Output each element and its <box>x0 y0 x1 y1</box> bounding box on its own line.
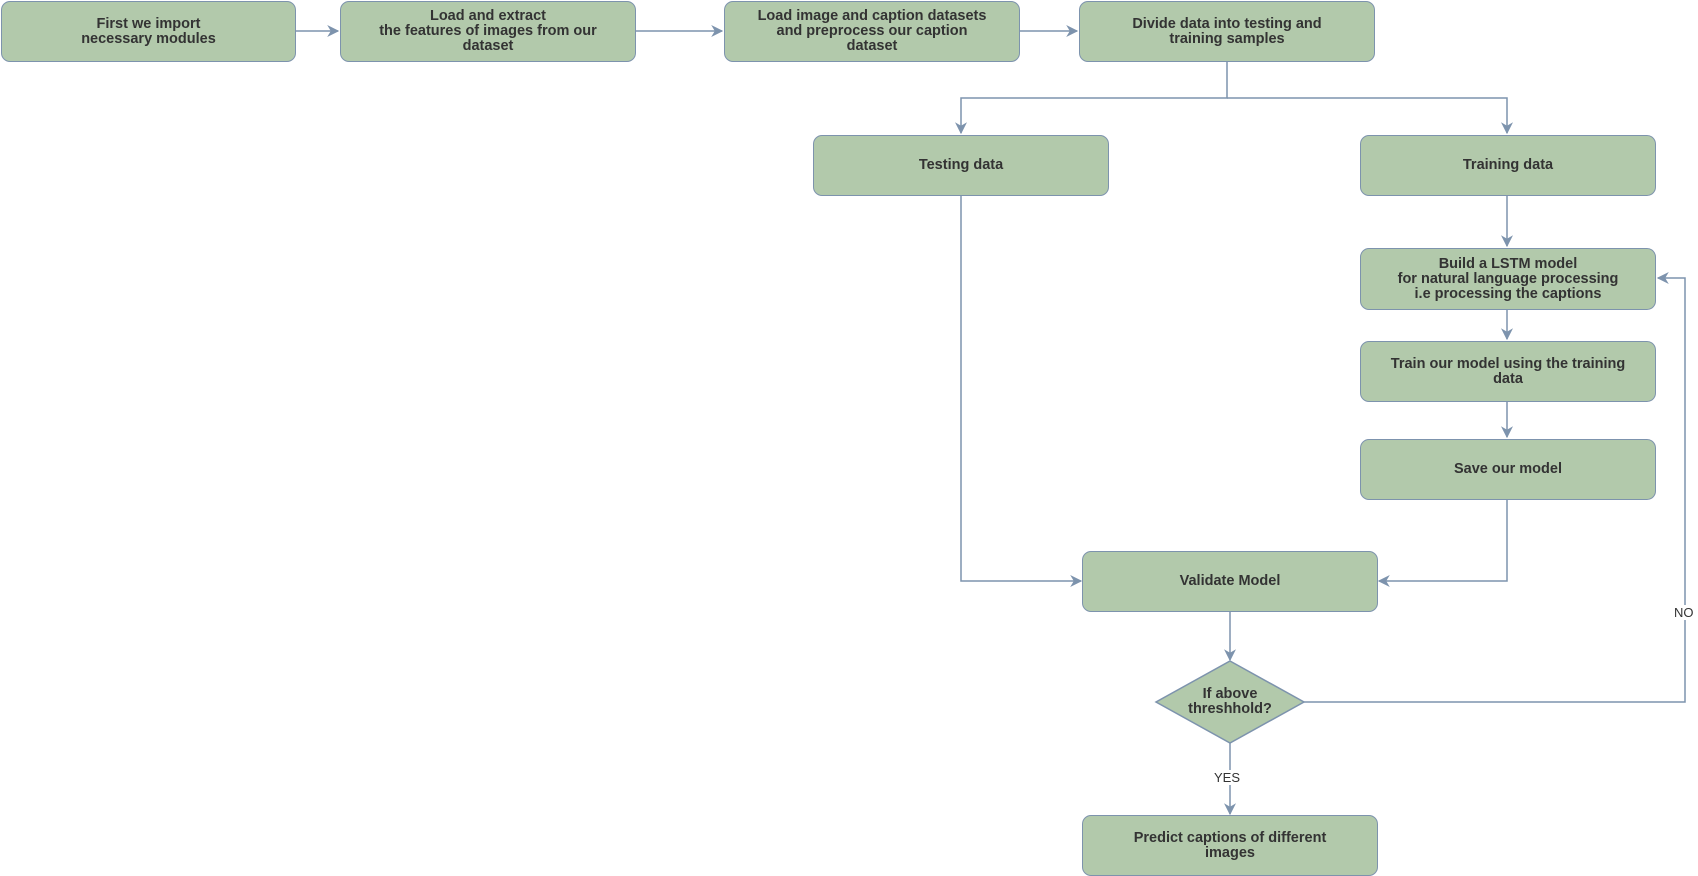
node-build-lstm-text: Build a LSTM model for natural language … <box>1397 255 1619 302</box>
edge-testing-to-validate <box>960 196 1083 587</box>
edge-divide-to-testing <box>955 62 1228 135</box>
node-threshold-check-text: If above threshhold? <box>1188 686 1272 717</box>
node-save-model-text: Save our model <box>1454 461 1562 477</box>
node-predict-captions: Predict captions of different images <box>1082 815 1378 876</box>
edge-divide-to-training <box>1227 97 1513 135</box>
node-build-lstm: Build a LSTM model for natural language … <box>1360 248 1656 310</box>
node-train-model-text: Train our model using the training data <box>1390 355 1626 387</box>
node-extract-features: Load and extract the features of images … <box>340 1 636 62</box>
decision-diamond <box>1154 660 1306 744</box>
edge-label-no: NO <box>1673 605 1695 620</box>
node-testing-data: Testing data <box>813 135 1109 196</box>
node-divide-data-text: Divide data into testing and training sa… <box>1132 15 1322 47</box>
node-predict-captions-text: Predict captions of different images <box>1133 829 1327 861</box>
node-save-model: Save our model <box>1360 439 1656 500</box>
edge-label-yes: YES <box>1213 770 1242 785</box>
edge-save-to-validate <box>1377 500 1508 587</box>
node-train-model: Train our model using the training data <box>1360 341 1656 402</box>
node-threshold-check: If above threshhold? <box>1160 680 1300 724</box>
node-load-datasets: Load image and caption datasets and prep… <box>724 1 1020 62</box>
node-import-modules-text: First we import necessary modules <box>81 15 216 47</box>
node-training-data-text: Training data <box>1462 157 1554 173</box>
node-validate-model: Validate Model <box>1082 551 1378 612</box>
node-load-datasets-text: Load image and caption datasets and prep… <box>757 8 987 54</box>
edge-threshold-no-loop <box>1303 272 1686 703</box>
node-divide-data: Divide data into testing and training sa… <box>1079 1 1375 62</box>
node-testing-data-text: Testing data <box>918 157 1004 173</box>
node-validate-model-text: Validate Model <box>1179 573 1281 589</box>
node-training-data: Training data <box>1360 135 1656 196</box>
node-import-modules: First we import necessary modules <box>1 1 296 62</box>
node-extract-features-text: Load and extract the features of images … <box>379 8 597 54</box>
